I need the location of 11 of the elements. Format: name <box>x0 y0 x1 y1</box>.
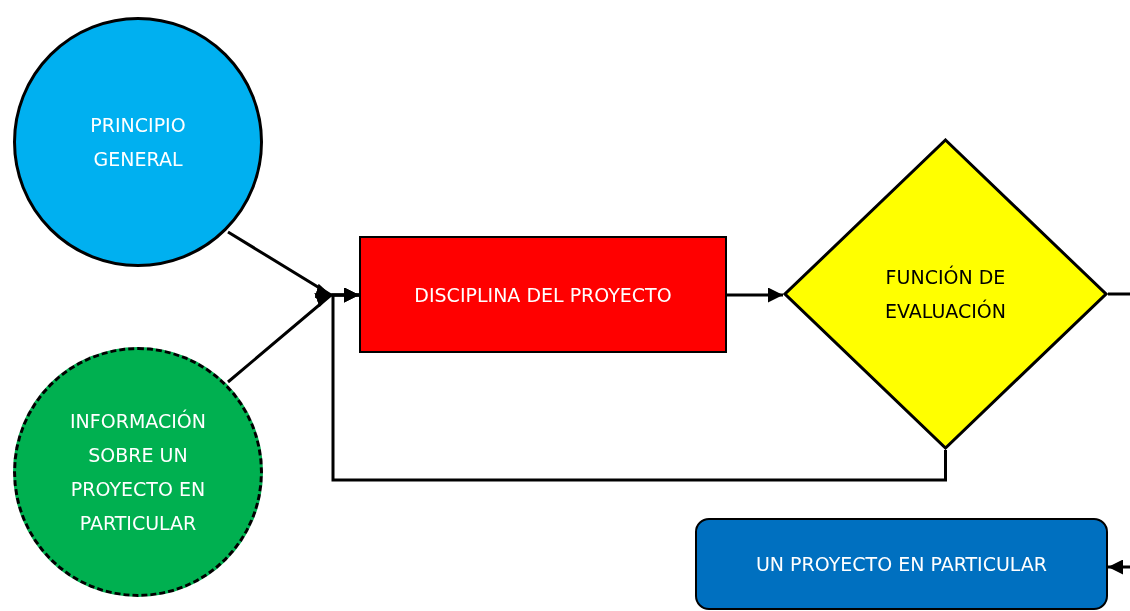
node-label: UN PROYECTO EN PARTICULAR <box>755 552 1048 577</box>
node-label: INFORMACIÓN SOBRE UN PROYECTO EN PARTICULAR <box>69 408 207 536</box>
arrow <box>1108 559 1130 575</box>
node-label: DISCIPLINA DEL PROYECTO <box>414 282 672 308</box>
node-label: PRINCIPIO GENERAL <box>89 113 187 172</box>
decision-diamond <box>783 138 1108 450</box>
node-label: FUNCIÓN DE EVALUACIÓN <box>883 264 1007 324</box>
arrow <box>727 287 783 303</box>
process-box <box>359 236 727 353</box>
rounded-box <box>695 518 1108 610</box>
arrow <box>331 287 947 482</box>
